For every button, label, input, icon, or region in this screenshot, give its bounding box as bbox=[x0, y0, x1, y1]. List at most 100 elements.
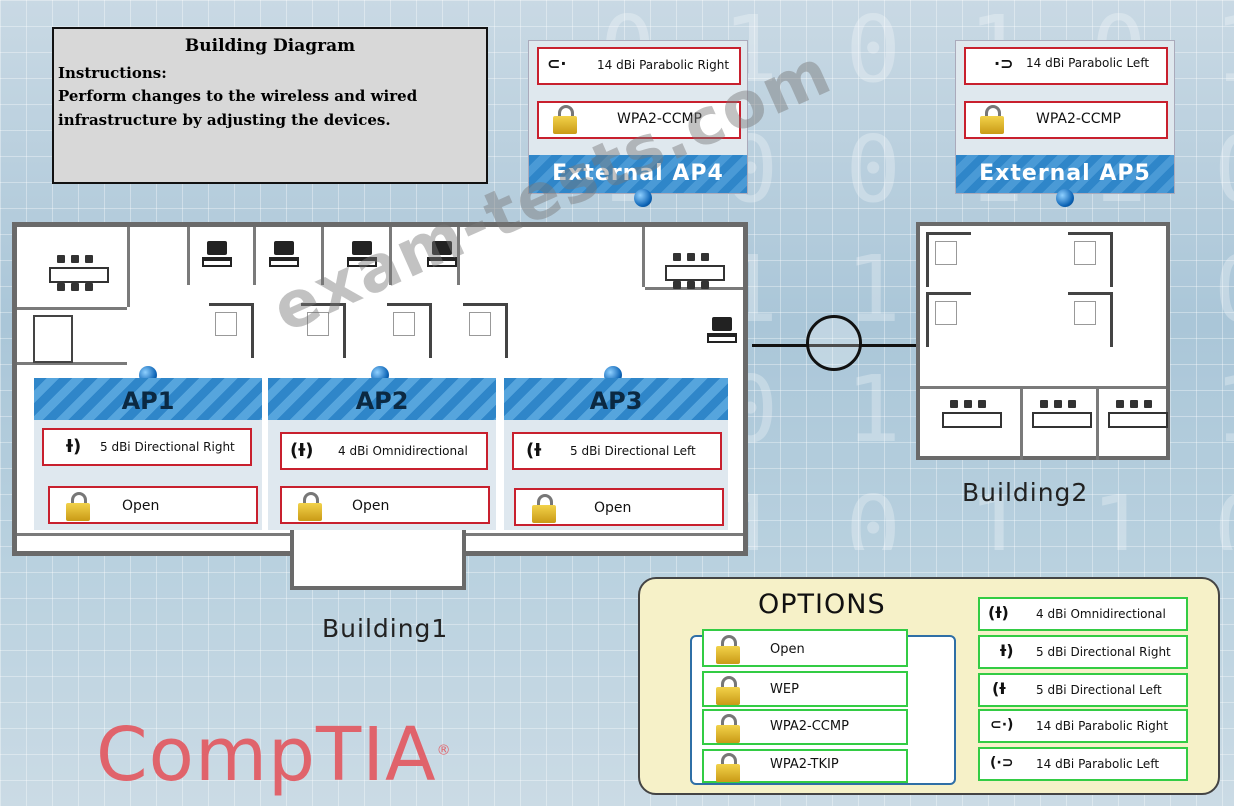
comptia-logo: CompTIA® bbox=[96, 712, 452, 798]
ap1-encryption-slot[interactable]: Open bbox=[48, 486, 258, 524]
option-antenna-parabolic-right[interactable]: ⊂⋅) 14 dBi Parabolic Right bbox=[978, 709, 1188, 743]
external-ap4-encryption-slot[interactable]: WPA2-CCMP bbox=[537, 101, 741, 139]
antenna-icon: (Ɨ bbox=[992, 679, 1006, 698]
padlock-icon bbox=[716, 635, 740, 664]
cubicle bbox=[387, 303, 432, 358]
antenna-icon: (Ɨ) bbox=[290, 440, 314, 461]
ap3-encryption-slot[interactable]: Open bbox=[514, 488, 724, 526]
option-antenna-directional-left[interactable]: (Ɨ 5 dBi Directional Left bbox=[978, 673, 1188, 707]
cubicle bbox=[1068, 232, 1113, 287]
padlock-icon bbox=[298, 492, 322, 521]
option-antenna-directional-right[interactable]: Ɨ) 5 dBi Directional Right bbox=[978, 635, 1188, 669]
instructions-body: Perform changes to the wireless and wire… bbox=[58, 87, 418, 129]
padlock-icon bbox=[716, 714, 740, 743]
registered-mark: ® bbox=[436, 742, 452, 759]
building2-floorplan bbox=[916, 222, 1170, 460]
ap1-label: AP1 bbox=[34, 378, 262, 420]
cubicle bbox=[301, 303, 346, 358]
cubicle bbox=[926, 232, 971, 287]
instructions-title: Building Diagram bbox=[184, 36, 356, 56]
option-label: Open bbox=[770, 642, 805, 657]
padlock-icon bbox=[553, 105, 577, 134]
option-encryption-wpa2-ccmp[interactable]: WPA2-CCMP bbox=[702, 709, 908, 745]
external-ap5-label: External AP5 bbox=[956, 155, 1174, 193]
options-title: OPTIONS bbox=[758, 589, 886, 620]
ap2-encryption-slot[interactable]: Open bbox=[280, 486, 490, 524]
external-ap5-antenna-label: 14 dBi Parabolic Left bbox=[1026, 56, 1150, 70]
option-label: 14 dBi Parabolic Left bbox=[1036, 757, 1160, 771]
ap1-antenna-slot[interactable]: Ɨ) 5 dBi Directional Right bbox=[42, 428, 252, 466]
option-encryption-wpa2-tkip[interactable]: WPA2-TKIP bbox=[702, 749, 908, 783]
antenna-icon: (Ɨ bbox=[526, 440, 542, 461]
ap2-label: AP2 bbox=[268, 378, 496, 420]
ap3-antenna-slot[interactable]: (Ɨ 5 dBi Directional Left bbox=[512, 432, 722, 470]
external-ap5-encryption-slot[interactable]: WPA2-CCMP bbox=[964, 101, 1168, 139]
option-encryption-wep[interactable]: WEP bbox=[702, 671, 908, 707]
antenna-icon: (Ɨ) bbox=[988, 603, 1009, 622]
external-ap4-label: External AP4 bbox=[529, 155, 747, 193]
option-antenna-omni[interactable]: (Ɨ) 4 dBi Omnidirectional bbox=[978, 597, 1188, 631]
cubicle bbox=[1068, 292, 1113, 347]
antenna-icon: Ɨ) bbox=[66, 436, 82, 457]
padlock-icon bbox=[716, 753, 740, 782]
option-label: 5 dBi Directional Right bbox=[1036, 645, 1171, 659]
cubicle bbox=[209, 303, 254, 358]
parabolic-antenna-icon: (⋅⊃ bbox=[990, 755, 1014, 771]
workstation-desk bbox=[202, 241, 232, 275]
antenna-icon: Ɨ) bbox=[1000, 641, 1014, 660]
option-label: WEP bbox=[770, 682, 799, 697]
ap3-encryption-label: Open bbox=[594, 500, 632, 516]
workstation-desk bbox=[347, 241, 377, 275]
padlock-icon bbox=[532, 494, 556, 523]
ap3-panel: AP3 (Ɨ 5 dBi Directional Left Open bbox=[504, 378, 728, 530]
ap2-antenna-label: 4 dBi Omnidirectional bbox=[338, 444, 468, 458]
building2-label: Building2 bbox=[962, 478, 1089, 507]
logo-text: CompTIA bbox=[96, 712, 437, 798]
parabolic-antenna-icon: ⋅⊃ bbox=[994, 54, 1014, 73]
padlock-icon bbox=[980, 105, 1004, 134]
link-connector-icon[interactable] bbox=[806, 315, 862, 371]
conference-table bbox=[653, 249, 733, 293]
option-label: 5 dBi Directional Left bbox=[1036, 683, 1162, 697]
building1-label: Building1 bbox=[322, 614, 449, 643]
external-ap4-antenna-slot[interactable]: ⊂⋅ 14 dBi Parabolic Right bbox=[537, 47, 741, 85]
option-label: WPA2-TKIP bbox=[770, 757, 839, 772]
external-ap5-encryption-label: WPA2-CCMP bbox=[1036, 111, 1121, 127]
workstation-desk bbox=[427, 241, 457, 275]
conference-table bbox=[1096, 396, 1176, 440]
padlock-icon bbox=[66, 492, 90, 521]
workstation-desk bbox=[269, 241, 299, 275]
option-label: 4 dBi Omnidirectional bbox=[1036, 607, 1166, 621]
instructions-heading: Instructions: bbox=[58, 64, 167, 82]
external-ap4-encryption-label: WPA2-CCMP bbox=[617, 111, 702, 127]
external-ap4-panel: ⊂⋅ 14 dBi Parabolic Right WPA2-CCMP Exte… bbox=[528, 40, 748, 194]
instructions-panel: Building Diagram Instructions: Perform c… bbox=[52, 27, 488, 184]
workstation-desk bbox=[707, 317, 737, 351]
conference-table bbox=[37, 251, 117, 295]
option-label: 14 dBi Parabolic Right bbox=[1036, 719, 1169, 733]
ap2-antenna-slot[interactable]: (Ɨ) 4 dBi Omnidirectional bbox=[280, 432, 488, 470]
ap3-antenna-label: 5 dBi Directional Left bbox=[570, 444, 696, 458]
padlock-icon bbox=[716, 676, 740, 705]
option-antenna-parabolic-left[interactable]: (⋅⊃ 14 dBi Parabolic Left bbox=[978, 747, 1188, 781]
conference-table bbox=[1020, 396, 1100, 440]
external-ap5-antenna-slot[interactable]: ⋅⊃ 14 dBi Parabolic Left bbox=[964, 47, 1168, 85]
options-panel: OPTIONS Open WEP WPA2-CCMP WPA2-TKIP (Ɨ)… bbox=[638, 577, 1220, 795]
conference-table bbox=[930, 396, 1010, 440]
building1-entrance bbox=[290, 530, 466, 590]
access-point-dot-icon[interactable] bbox=[1056, 189, 1074, 207]
external-ap4-antenna-label: 14 dBi Parabolic Right bbox=[597, 58, 730, 72]
option-encryption-open[interactable]: Open bbox=[702, 629, 908, 667]
ap3-label: AP3 bbox=[504, 378, 728, 420]
filing-cabinet bbox=[33, 315, 73, 363]
cubicle bbox=[926, 292, 971, 347]
parabolic-antenna-icon: ⊂⋅ bbox=[547, 54, 567, 73]
option-label: WPA2-CCMP bbox=[770, 719, 849, 734]
ap1-antenna-label: 5 dBi Directional Right bbox=[100, 440, 235, 454]
ap1-encryption-label: Open bbox=[122, 498, 160, 514]
ap2-encryption-label: Open bbox=[352, 498, 390, 514]
external-ap5-panel: ⋅⊃ 14 dBi Parabolic Left WPA2-CCMP Exter… bbox=[955, 40, 1175, 194]
parabolic-antenna-icon: ⊂⋅) bbox=[990, 717, 1014, 733]
ap1-panel: AP1 Ɨ) 5 dBi Directional Right Open bbox=[34, 378, 262, 530]
access-point-dot-icon[interactable] bbox=[634, 189, 652, 207]
